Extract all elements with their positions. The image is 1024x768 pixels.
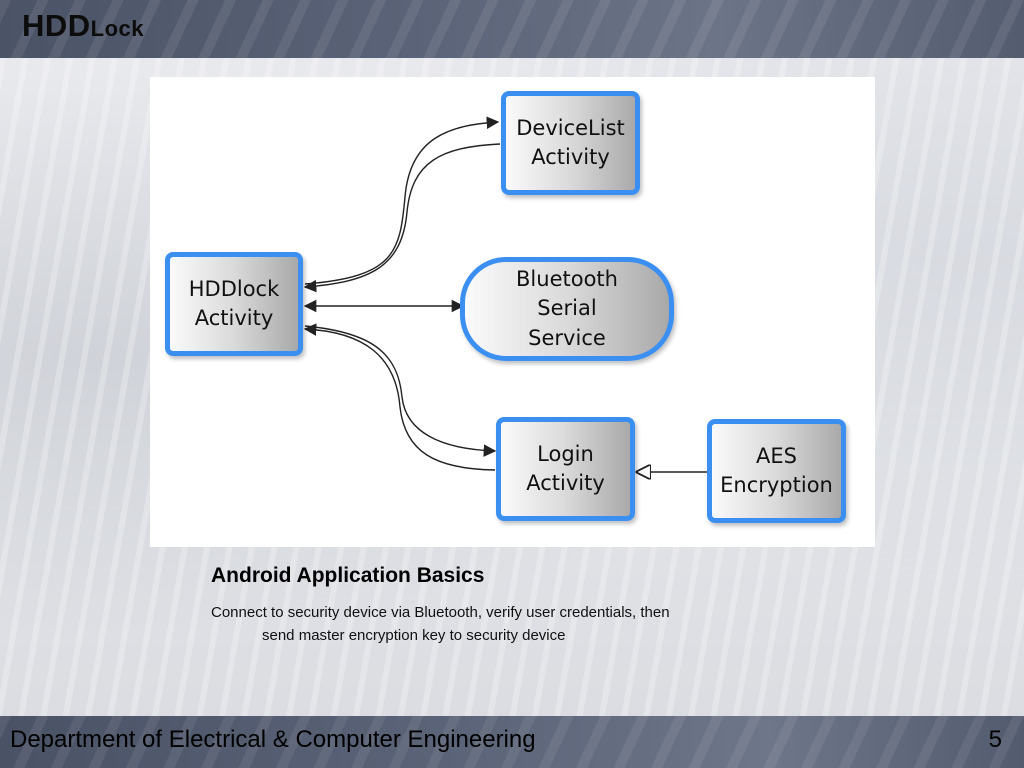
logo-sub-text: Lock: [90, 16, 145, 41]
diagram-edges: [303, 116, 707, 547]
aes-encryption-node: AES Encryption: [707, 419, 846, 523]
caption-title: Android Application Basics: [211, 564, 485, 587]
login-activity-node: Login Activity: [496, 417, 635, 521]
slide-footer: Department of Electrical & Computer Engi…: [0, 716, 1024, 768]
page-number: 5: [988, 726, 1002, 753]
edge-hddlock-to-devicelist: [304, 116, 500, 285]
caption-line-1: Connect to security device via Bluetooth…: [211, 604, 670, 621]
bluetooth-serial-service-label: Bluetooth Serial Service: [516, 266, 618, 350]
edge-login-to-hddlock: [303, 323, 496, 471]
architecture-diagram: HDDlock Activity DeviceList Activity Blu…: [150, 77, 875, 547]
hddlock-activity-node: HDDlock Activity: [165, 252, 303, 356]
slide-header: HDDLock: [0, 0, 1024, 58]
devicelist-activity-node: DeviceList Activity: [501, 91, 640, 195]
department-name: Department of Electrical & Computer Engi…: [10, 726, 536, 753]
bluetooth-serial-service-node: Bluetooth Serial Service: [460, 257, 674, 361]
edge-hddlock-to-login: [304, 325, 497, 457]
login-activity-label: Login Activity: [526, 441, 605, 495]
logo-main-text: HDD: [22, 8, 91, 43]
caption-line-2: send master encryption key to security d…: [262, 626, 566, 644]
aes-encryption-label: AES Encryption: [720, 443, 833, 497]
hddlock-activity-label: HDDlock Activity: [188, 276, 280, 330]
hddlock-logo: HDDLock: [22, 8, 144, 44]
caption-body: Connect to security device via Bluetooth…: [211, 602, 831, 647]
slide-caption: Android Application Basics Connect to se…: [211, 564, 831, 647]
edge-devicelist-to-hddlock: [303, 143, 501, 293]
devicelist-activity-label: DeviceList Activity: [516, 115, 625, 169]
